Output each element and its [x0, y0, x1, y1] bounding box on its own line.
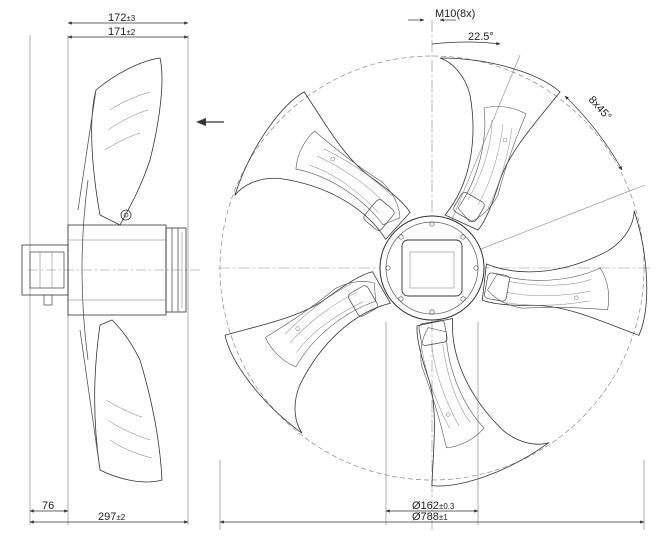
blade [439, 57, 561, 231]
hub-bolt [473, 265, 479, 271]
hub-bolt [460, 234, 466, 240]
pattern-label: 8x45° [586, 94, 614, 123]
side-bottom-dimensions: 76 297±2 [29, 500, 189, 524]
side-blade-lower [94, 319, 163, 483]
rotor-flange [165, 227, 187, 313]
front-top-annotations: M10(8x) 22.5° 8x45° [408, 8, 623, 171]
outer-diameter-label: Ø788±1 [412, 511, 448, 523]
hub-center-plate [401, 239, 463, 297]
side-blade-mid [81, 179, 89, 361]
bolt-label: M10(8x) [435, 8, 475, 20]
front-view [204, 20, 666, 530]
side-view [21, 35, 200, 525]
side-blade-upper [91, 57, 163, 226]
angle-label: 22.5° [468, 31, 494, 43]
hub-bolt [460, 296, 466, 302]
front-bottom-dimensions: Ø162±0.3 Ø788±1 [219, 322, 645, 530]
hub-diameter-label: Ø162±0.3 [412, 500, 455, 512]
dim-172: 172±3 [108, 12, 136, 24]
dim-171: 171±2 [108, 26, 136, 38]
airflow-arrow [196, 118, 224, 126]
hub-bolt [429, 221, 435, 227]
hub-bolt [429, 309, 435, 315]
hub-bolt [385, 265, 391, 271]
side-top-dimensions: 172±3 171±2 [67, 12, 189, 39]
dim-76: 76 [42, 500, 54, 512]
dim-297: 297±2 [98, 511, 126, 523]
hub-bolt [398, 296, 404, 302]
blade-brackets [348, 192, 510, 346]
side-bolt [120, 209, 132, 221]
hub-bolt [398, 234, 404, 240]
